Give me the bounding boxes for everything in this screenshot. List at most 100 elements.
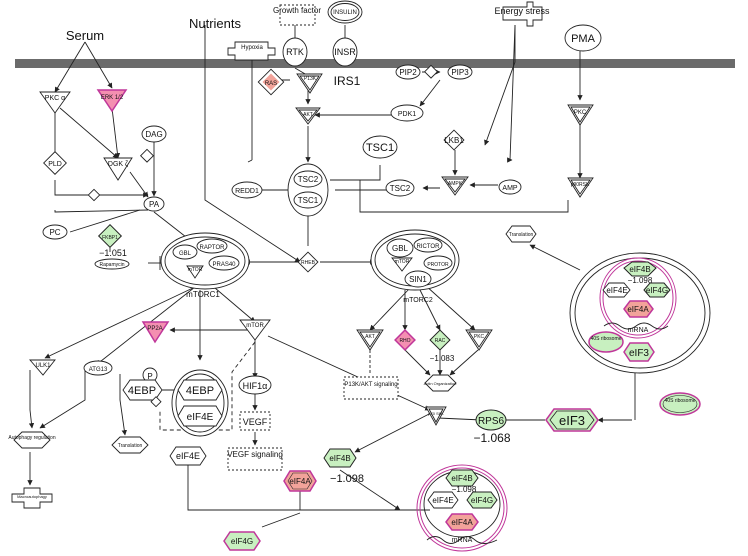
b-mrna-strand bbox=[426, 536, 498, 544]
eif4b-mid-label: eIF4B bbox=[329, 454, 350, 463]
actin-label: Actin Organization bbox=[424, 381, 457, 386]
pdk1-label: PDK1 bbox=[398, 111, 416, 118]
rho-node bbox=[394, 329, 416, 351]
mrna-right-label: mRNA bbox=[628, 327, 649, 334]
pip2-label: PIP2 bbox=[399, 68, 417, 77]
dgk-label: DGK ζ bbox=[108, 161, 128, 168]
ribosome-40s-right-node bbox=[659, 392, 701, 416]
pras40-subunit bbox=[208, 255, 240, 271]
insr-label: INSR bbox=[334, 47, 356, 57]
eif4g-bottom-node bbox=[223, 531, 261, 551]
pip3-node bbox=[447, 64, 473, 80]
p13k-label: P13K bbox=[304, 76, 317, 82]
eif4e-right bbox=[602, 282, 631, 298]
ras-label: RAS bbox=[265, 81, 277, 87]
energy-stress-label: Energy stress bbox=[494, 6, 550, 16]
p90rsk-label: p90RSK bbox=[571, 182, 590, 188]
mtor-label: mTOR bbox=[188, 267, 203, 273]
tsc2-label: TSC2 bbox=[390, 184, 411, 193]
fkbp1-value: −1.051 bbox=[99, 248, 127, 258]
protor-subunit bbox=[423, 255, 453, 271]
translation-mid-label: Translation bbox=[118, 443, 143, 449]
tsc1-node bbox=[362, 135, 398, 159]
hypoxia-node bbox=[227, 41, 276, 61]
amp-label: AMP bbox=[502, 185, 518, 192]
mtor-signal-label: mTOR bbox=[246, 323, 264, 329]
energy-stress-node bbox=[502, 1, 543, 27]
mtor-signal-node bbox=[239, 319, 271, 341]
eif4b-mid-value: −1.098 bbox=[330, 473, 364, 485]
raptor-label: RAPTOR bbox=[200, 245, 226, 251]
hif1a-label: HIF1α bbox=[243, 381, 268, 391]
pld-node bbox=[43, 151, 67, 175]
translation-label: Translation bbox=[509, 232, 534, 238]
ribosome-40s-right-label: 40S ribosome bbox=[665, 398, 696, 404]
pma-label: PMA bbox=[571, 33, 596, 45]
rictor-label: RICTOR bbox=[417, 244, 441, 250]
dag-label: DAG bbox=[145, 130, 162, 139]
insulin-label: INSULIN bbox=[333, 10, 357, 16]
autophagy-label: Autophagy regulation bbox=[8, 435, 55, 441]
pc-node bbox=[42, 224, 68, 240]
pma-node bbox=[564, 24, 602, 52]
eif4a-right-label: eIF4A bbox=[627, 305, 649, 314]
rheb-label: RHEB bbox=[301, 260, 316, 266]
eif4g-right bbox=[643, 282, 671, 298]
ulk1-label: ULK1 bbox=[35, 363, 51, 369]
akt2-label: AKT bbox=[365, 334, 375, 340]
eif4b-right-label: eIF4B bbox=[629, 265, 650, 274]
mtorc2-label: mTORC2 bbox=[403, 297, 433, 304]
gbl2-subunit bbox=[386, 238, 414, 258]
pa-node bbox=[143, 196, 165, 212]
vegf-signaling-label: VEGF signaling bbox=[227, 450, 283, 459]
pp2a-label: PP2A bbox=[147, 326, 162, 332]
irs1-label: IRS1 bbox=[334, 74, 361, 88]
dag-node bbox=[141, 125, 167, 143]
macroautophagy-node bbox=[11, 487, 53, 509]
rtk-node bbox=[282, 37, 308, 67]
b-eif4e-node bbox=[427, 491, 459, 509]
b-value: −1.098 bbox=[452, 485, 477, 494]
rapamycin-label: Rapamycin bbox=[99, 262, 124, 268]
erk12-label: ERK 1/2 bbox=[101, 95, 124, 101]
ribosome-40s-label: 40S ribosome bbox=[591, 336, 622, 342]
pip-convert bbox=[423, 64, 439, 79]
rapamycin-node bbox=[94, 258, 130, 270]
autophagy-node bbox=[13, 431, 51, 449]
vegf-label: VEGF bbox=[243, 417, 268, 427]
eif4b-right bbox=[623, 261, 657, 277]
atg13-label: ATG13 bbox=[89, 367, 108, 373]
eif4b-mid-node bbox=[323, 448, 357, 468]
sin1-subunit bbox=[404, 270, 432, 288]
lkb1-label: LKB1 bbox=[444, 136, 464, 145]
edges bbox=[27, 20, 673, 528]
mtor-subunit bbox=[186, 265, 204, 279]
translation-mid-node bbox=[111, 436, 149, 454]
rps6-node bbox=[475, 409, 507, 431]
ras-fill bbox=[262, 73, 280, 91]
eif4g-right-label: eIF4G bbox=[646, 286, 668, 295]
nutrients-label: Nutrients bbox=[189, 16, 242, 31]
b-eif4b-label: eIF4B bbox=[451, 474, 472, 483]
pa-label: PA bbox=[149, 200, 160, 209]
rac-node bbox=[429, 329, 451, 351]
4ebp-node bbox=[122, 379, 163, 401]
translation-node bbox=[505, 225, 537, 243]
pp2a-node bbox=[141, 321, 170, 344]
translation-complex-bottom bbox=[416, 464, 508, 552]
pip2-node bbox=[395, 64, 421, 80]
eif3-right bbox=[623, 342, 655, 362]
actin-node bbox=[424, 374, 457, 392]
eif3-right-label: eIF3 bbox=[629, 348, 649, 359]
erk12-node bbox=[96, 89, 128, 113]
atg13-node bbox=[83, 360, 113, 376]
tsc2-node bbox=[385, 179, 415, 197]
b-eif4a-label: eIF4A bbox=[451, 518, 473, 527]
b-eif4g-label: eIF4G bbox=[471, 496, 493, 505]
vegf-signaling-node bbox=[227, 447, 283, 471]
pld-reaction bbox=[87, 188, 101, 202]
4ebp-reaction bbox=[150, 396, 162, 408]
raptor-subunit bbox=[196, 238, 228, 254]
eif3-mid-node bbox=[545, 408, 599, 432]
